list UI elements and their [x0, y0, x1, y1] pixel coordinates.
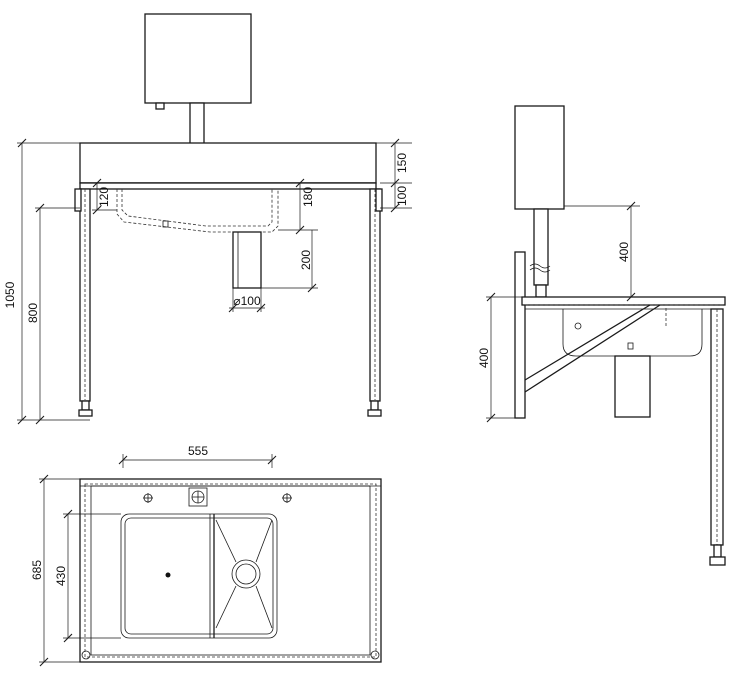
dim-side-400-lower-label: 400 [477, 348, 491, 368]
dim-685-label: 685 [30, 560, 44, 580]
side-worktop [521, 296, 726, 306]
front-drain [232, 231, 262, 289]
dim-150-label: 150 [395, 153, 409, 173]
side-drain [614, 355, 651, 418]
dim-200-label: 200 [299, 250, 313, 270]
dim-430-label: 430 [54, 566, 68, 586]
dim-430: 430 [54, 509, 121, 643]
side-wall-plate [514, 251, 526, 419]
dim-side-400-upper-label: 400 [617, 242, 631, 262]
dim-180-label: 180 [301, 187, 315, 207]
side-view: 400 400 [477, 105, 726, 566]
dim-555: 555 [118, 444, 277, 468]
dim-1050-label: 1050 [3, 281, 17, 308]
plan-view: 555 685 430 [30, 444, 382, 667]
front-bowl [116, 189, 279, 233]
dim-150: 150 [376, 138, 412, 188]
dim-side-400-lower: 400 [477, 292, 522, 423]
front-cistern-button [155, 102, 165, 110]
plan-outline [79, 478, 382, 663]
dim-1050: 1050 [3, 138, 90, 425]
plan-bowl-drain [165, 572, 171, 578]
dim-685: 685 [30, 474, 80, 667]
dim-100-label: 100 [395, 186, 409, 206]
dim-200: 200 [261, 230, 318, 293]
front-view: 1050 800 150 100 [3, 13, 412, 425]
dim-dia100-label: ⌀100 [233, 294, 261, 308]
dim-120-label: 120 [97, 187, 111, 207]
plan-slop-outlet [231, 559, 261, 589]
dim-side-400-upper: 400 [564, 201, 640, 302]
dim-555-label: 555 [188, 444, 208, 458]
dim-180: 180 [278, 178, 318, 235]
side-bracket [524, 304, 661, 393]
side-cistern [514, 105, 565, 210]
plan-bowl [120, 513, 278, 639]
dim-100: 100 [380, 183, 412, 213]
dim-dia100: ⌀100 [228, 288, 266, 313]
dim-800: 800 [26, 203, 80, 425]
dim-120: 120 [92, 178, 117, 215]
front-cistern [144, 13, 252, 104]
front-backsplash [79, 142, 377, 184]
side-flush-pipe [533, 208, 549, 286]
dim-800-label: 800 [26, 303, 40, 323]
